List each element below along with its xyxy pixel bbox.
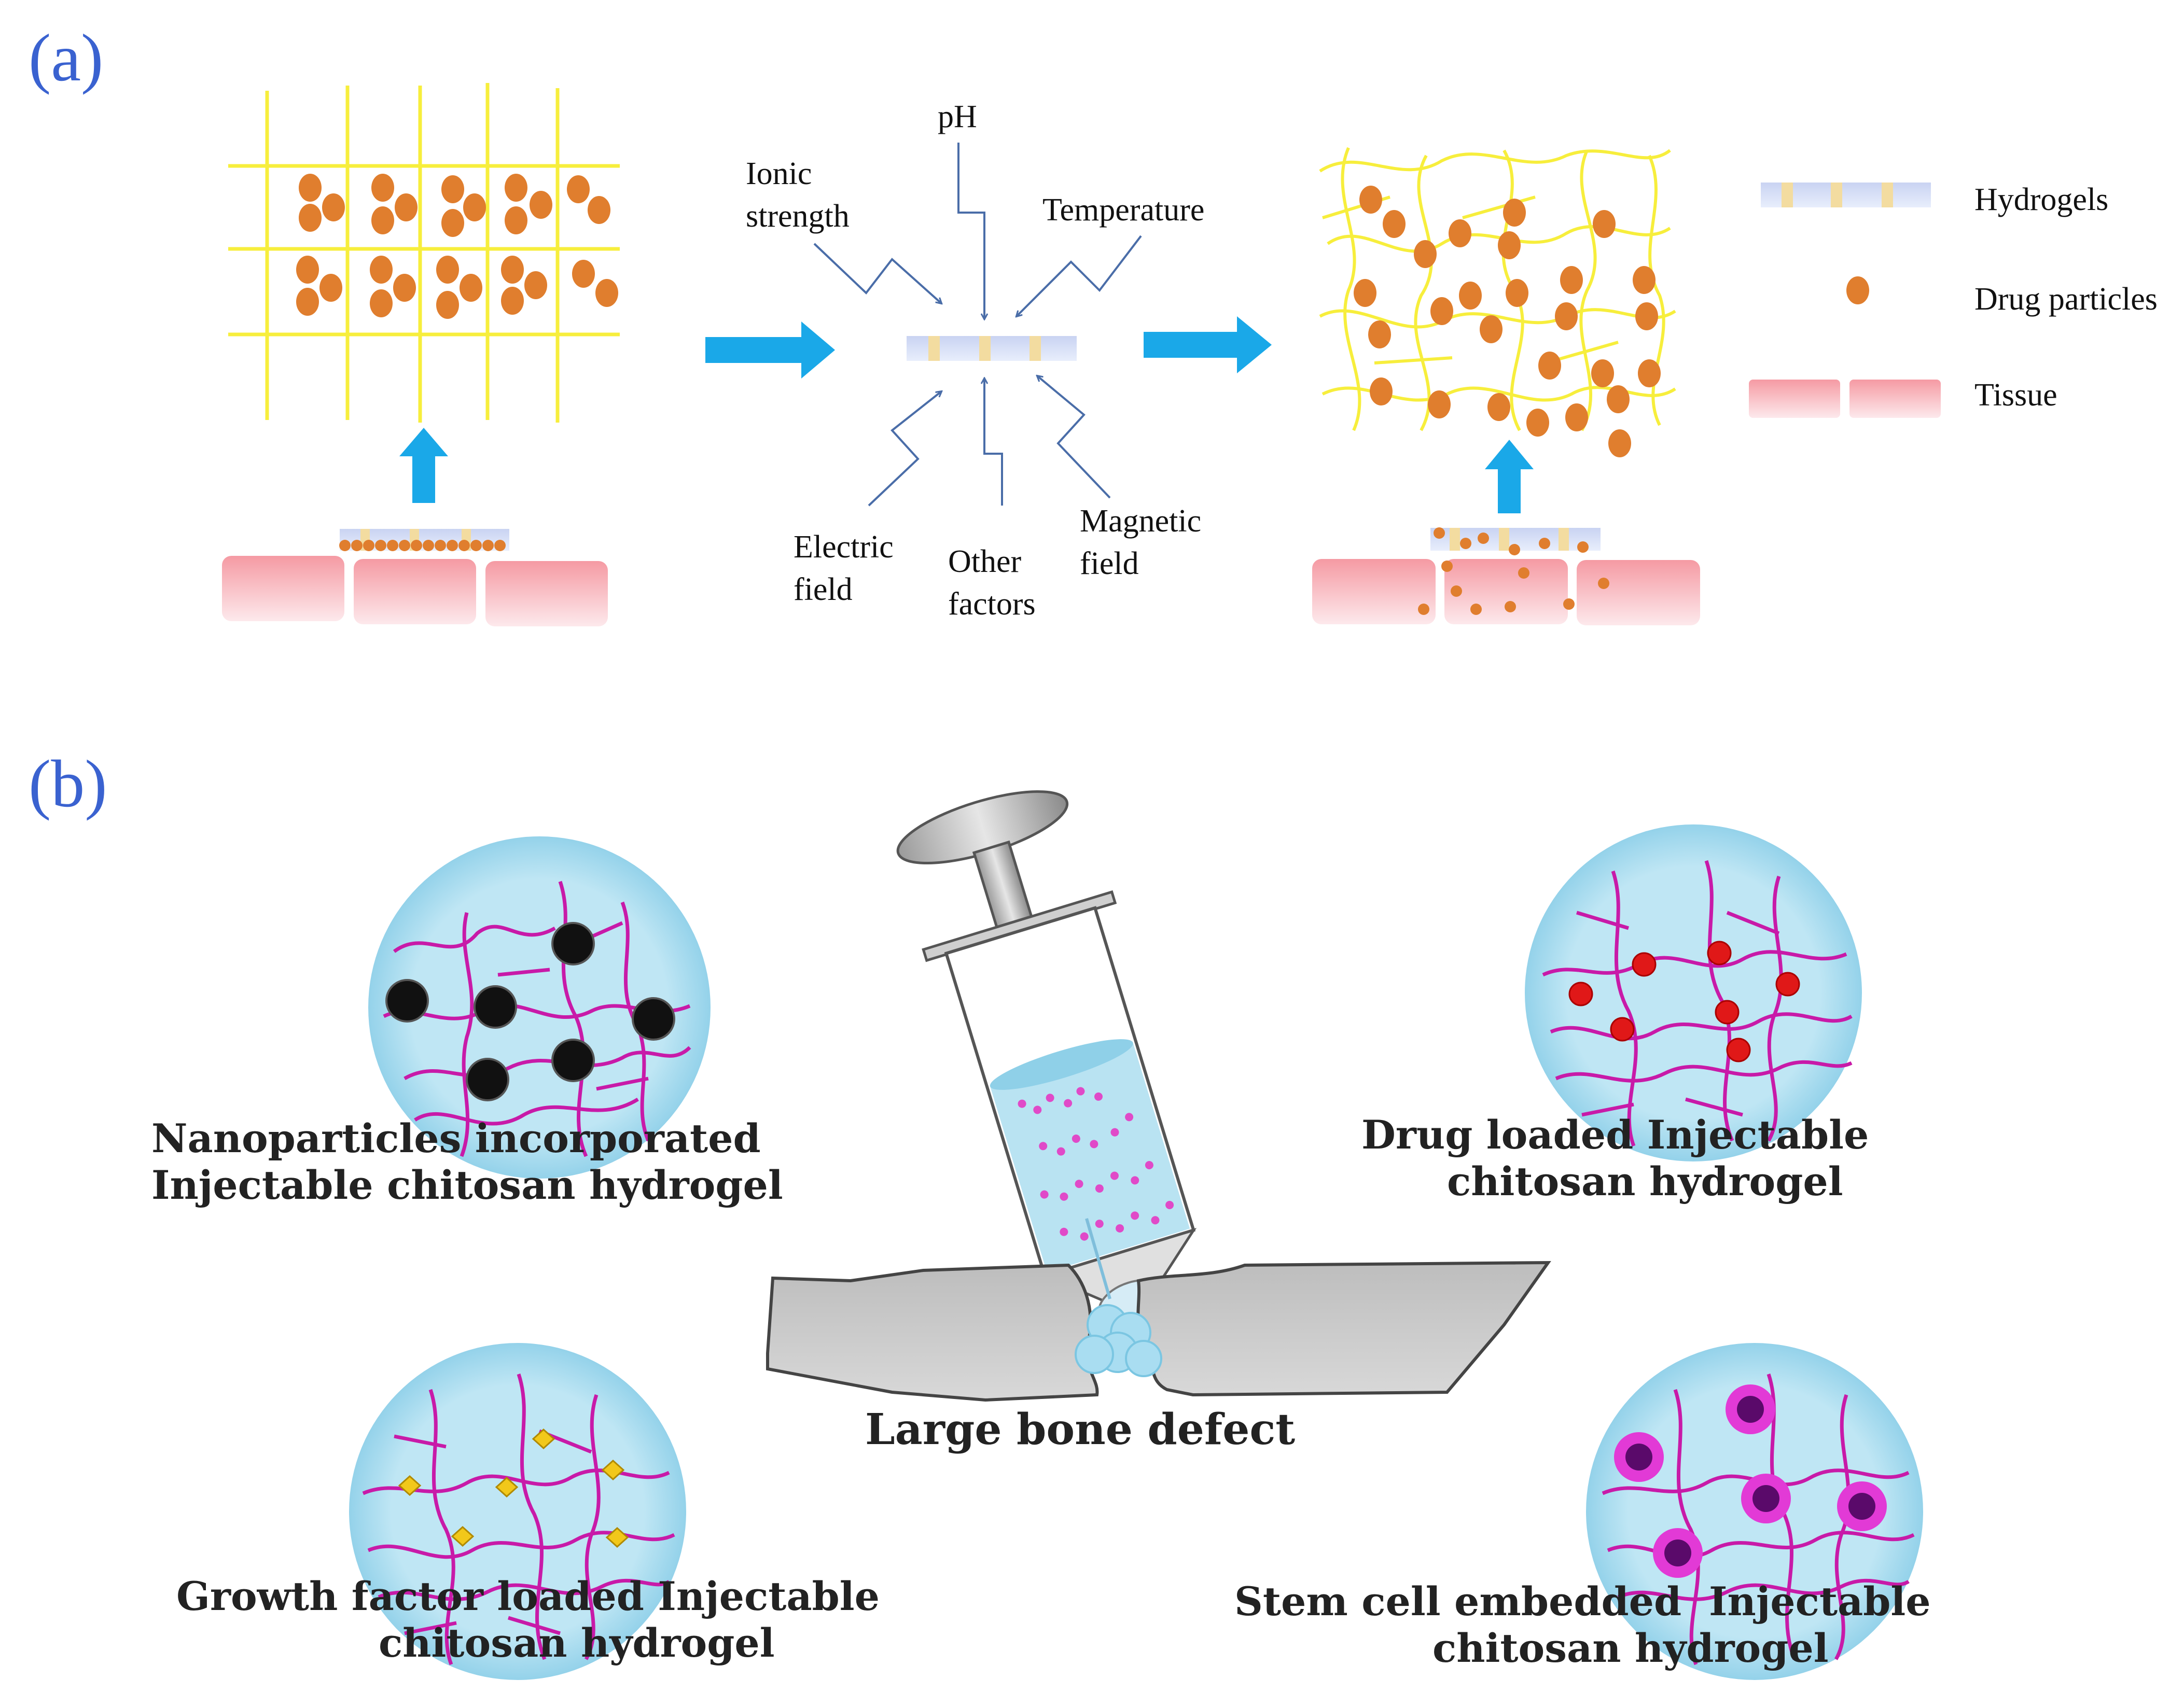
ionic-strength-arrow <box>813 243 941 303</box>
stem-caption-line1: Stem cell embedded Injectable <box>1234 1578 1931 1625</box>
other-factors-arrow <box>984 379 1003 506</box>
process-arrow-1 <box>705 321 835 379</box>
electric-field-arrow <box>868 391 941 507</box>
nanoparticle-caption-line1: Nanoparticles incorporated <box>151 1115 761 1161</box>
growth-factor-hydrogel-circle <box>349 1343 686 1680</box>
panel-a-label: (a) <box>29 21 103 95</box>
legend: Hydrogels Drug particles Tissue <box>1749 182 2158 418</box>
panel-b-label: (b) <box>29 747 107 821</box>
ph-arrow <box>957 143 984 319</box>
electric-label-line2: field <box>794 572 853 607</box>
release-arrow-up-right <box>1485 440 1534 513</box>
magnetic-label-line2: field <box>1080 546 1139 581</box>
legend-drug-swatch <box>1846 276 1869 304</box>
process-arrow-2 <box>1144 316 1272 373</box>
injected-hydrogel-cluster <box>1075 1304 1162 1377</box>
ionic-label-line1: Ionic <box>746 156 812 191</box>
needle <box>1085 1218 1111 1299</box>
magnetic-field-arrow <box>1037 376 1111 499</box>
tissue-right <box>1312 559 1700 625</box>
stem-caption-line2: chitosan hydrogel <box>1432 1625 1829 1671</box>
drug-caption-line1: Drug loaded Injectable <box>1361 1112 1869 1158</box>
hydrogel-center <box>907 336 1077 361</box>
electric-label-line1: Electric <box>794 529 894 565</box>
drug-particles-released <box>1354 186 1661 457</box>
drug-hydrogel-circle <box>1525 824 1862 1161</box>
drug-particles-grid <box>296 174 618 319</box>
stimulus-arrows <box>813 143 1142 507</box>
hydrogel-layer-left <box>339 529 509 551</box>
ph-label: pH <box>938 99 977 134</box>
legend-tissue-label: Tissue <box>1974 377 2057 413</box>
temperature-arrow <box>1017 235 1142 316</box>
temperature-label: Temperature <box>1042 192 1204 228</box>
tissue-left <box>222 556 608 626</box>
ionic-label-line2: strength <box>746 199 850 234</box>
legend-hydrogel-swatch <box>1761 183 1931 207</box>
syringe <box>896 790 1197 1331</box>
hydrogel-grid-before <box>228 83 620 423</box>
other-label-line1: Other <box>948 544 1022 579</box>
drug-particles-in-tissue <box>1418 527 1609 615</box>
legend-hydrogels-label: Hydrogels <box>1974 182 2108 217</box>
growth-caption-line2: chitosan hydrogel <box>379 1620 775 1666</box>
growth-caption-line1: Growth factor loaded Injectable <box>176 1573 880 1619</box>
magnetic-label-line1: Magnetic <box>1080 503 1201 539</box>
nanoparticle-caption-line2: Injectable chitosan hydrogel <box>151 1162 783 1208</box>
bone-defect <box>766 1261 1551 1402</box>
nanoparticle-hydrogel-circle <box>368 836 711 1179</box>
stem-cell-hydrogel-circle <box>1586 1343 1923 1680</box>
other-label-line2: factors <box>948 586 1036 622</box>
legend-drug-label: Drug particles <box>1974 282 2158 317</box>
bone-defect-label: Large bone defect <box>865 1405 1295 1454</box>
drug-caption-line2: chitosan hydrogel <box>1447 1158 1843 1205</box>
release-arrow-up-left <box>399 428 448 503</box>
legend-tissue-swatch <box>1749 380 1941 418</box>
